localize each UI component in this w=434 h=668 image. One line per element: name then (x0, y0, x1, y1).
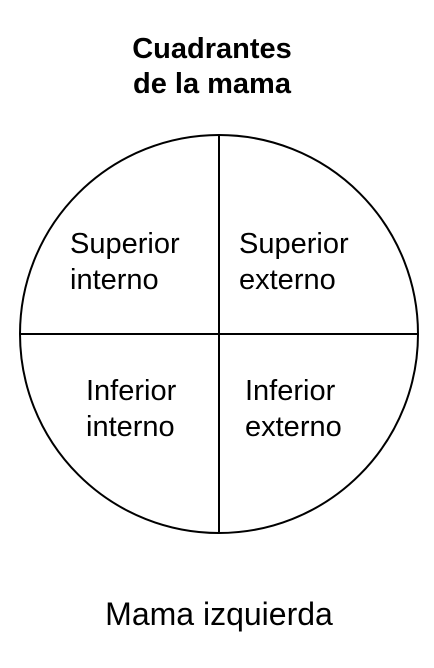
upper-inner-line-2: interno (70, 264, 159, 296)
upper-outer-line-1: Superior (239, 228, 349, 260)
lower-inner-line-1: Inferior (86, 375, 177, 407)
diagram-title: Cuadrantes de la mama (0, 32, 424, 102)
lower-outer-line-2: externo (245, 411, 342, 443)
quadrant-upper-outer-label: Superior externo (239, 226, 349, 298)
title-line-1: Cuadrantes (132, 33, 292, 65)
upper-inner-line-1: Superior (70, 228, 180, 260)
breast-side-caption: Mama izquierda (105, 596, 333, 632)
quadrant-lower-inner-label: Inferior interno (86, 373, 176, 445)
upper-outer-line-2: externo (239, 264, 336, 296)
lower-inner-line-2: interno (86, 411, 175, 443)
lower-outer-line-1: Inferior (245, 375, 336, 407)
title-line-2: de la mama (133, 68, 291, 100)
quadrant-lower-outer-label: Inferior externo (245, 373, 342, 445)
quadrant-upper-inner-label: Superior interno (70, 226, 180, 298)
